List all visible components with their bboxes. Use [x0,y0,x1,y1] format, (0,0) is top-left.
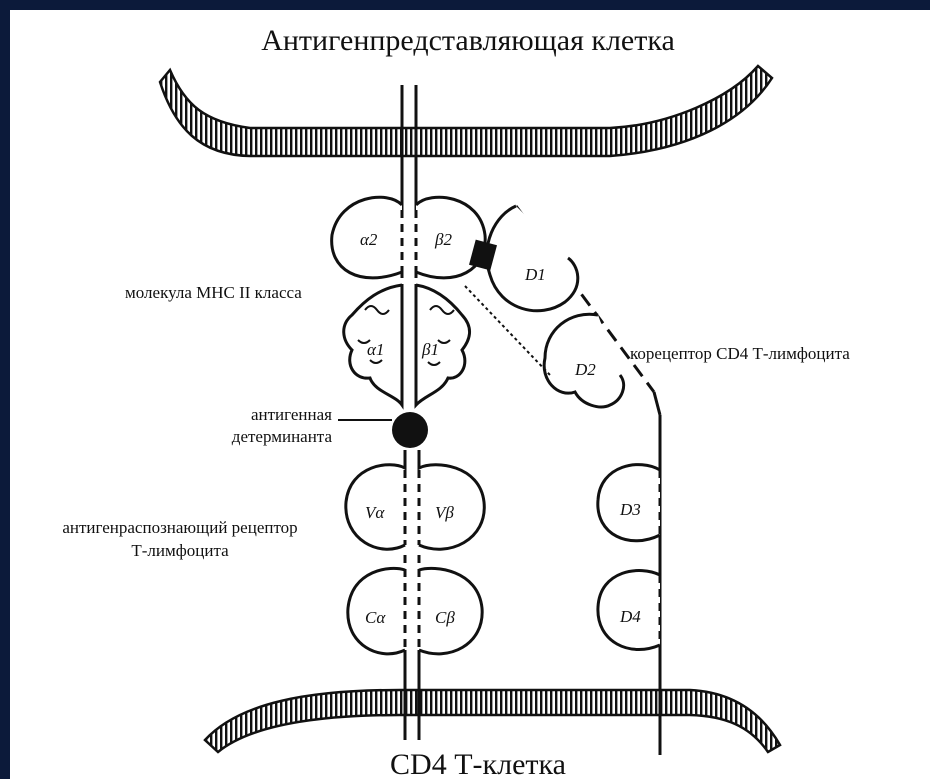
label-antigen-line1: антигенная [251,405,332,424]
label-cd4: корецептор CD4 Т-лимфоцита [630,344,850,363]
label-c-beta: Cβ [435,608,455,627]
antigen-determinant-dot [392,412,428,448]
cd4-coreceptor: D1 D2 D3 D4 [465,206,660,755]
label-antigen-line2: детерминанта [232,427,333,446]
label-d4: D4 [619,607,641,626]
label-tcr-line2: Т-лимфоцита [131,541,229,560]
domain-alpha2: α2 [332,197,402,278]
diagram-frame: Антигенпредставляющая клетка CD4 Т-клетк… [10,10,930,779]
domain-c-alpha: Cα [348,555,405,654]
label-beta2: β2 [434,230,452,249]
label-mhc: молекула МНС II класса [125,283,302,302]
diagram-canvas: Антигенпредставляющая клетка CD4 Т-клетк… [10,10,930,779]
label-d2: D2 [574,360,596,379]
domain-beta1: β1 [416,285,470,405]
label-d3: D3 [619,500,641,519]
domain-v-beta: Vβ [419,450,484,549]
label-d1: D1 [524,265,546,284]
domain-v-alpha: Vα [346,450,405,549]
label-alpha1: α1 [367,340,384,359]
label-beta1: β1 [421,340,439,359]
apc-membrane [160,66,772,156]
top-cell-title: Антигенпредставляющая клетка [261,24,675,57]
label-v-alpha: Vα [365,503,385,522]
label-alpha2: α2 [360,230,378,249]
bottom-cell-title: CD4 Т-клетка [390,748,566,779]
domain-c-beta: Cβ [419,555,482,654]
label-tcr-line1: антигенраспознающий рецептор [62,518,297,537]
label-v-beta: Vβ [435,503,454,522]
domain-alpha1: α1 [344,285,402,405]
label-c-alpha: Cα [365,608,386,627]
t-cell-membrane [205,690,780,752]
